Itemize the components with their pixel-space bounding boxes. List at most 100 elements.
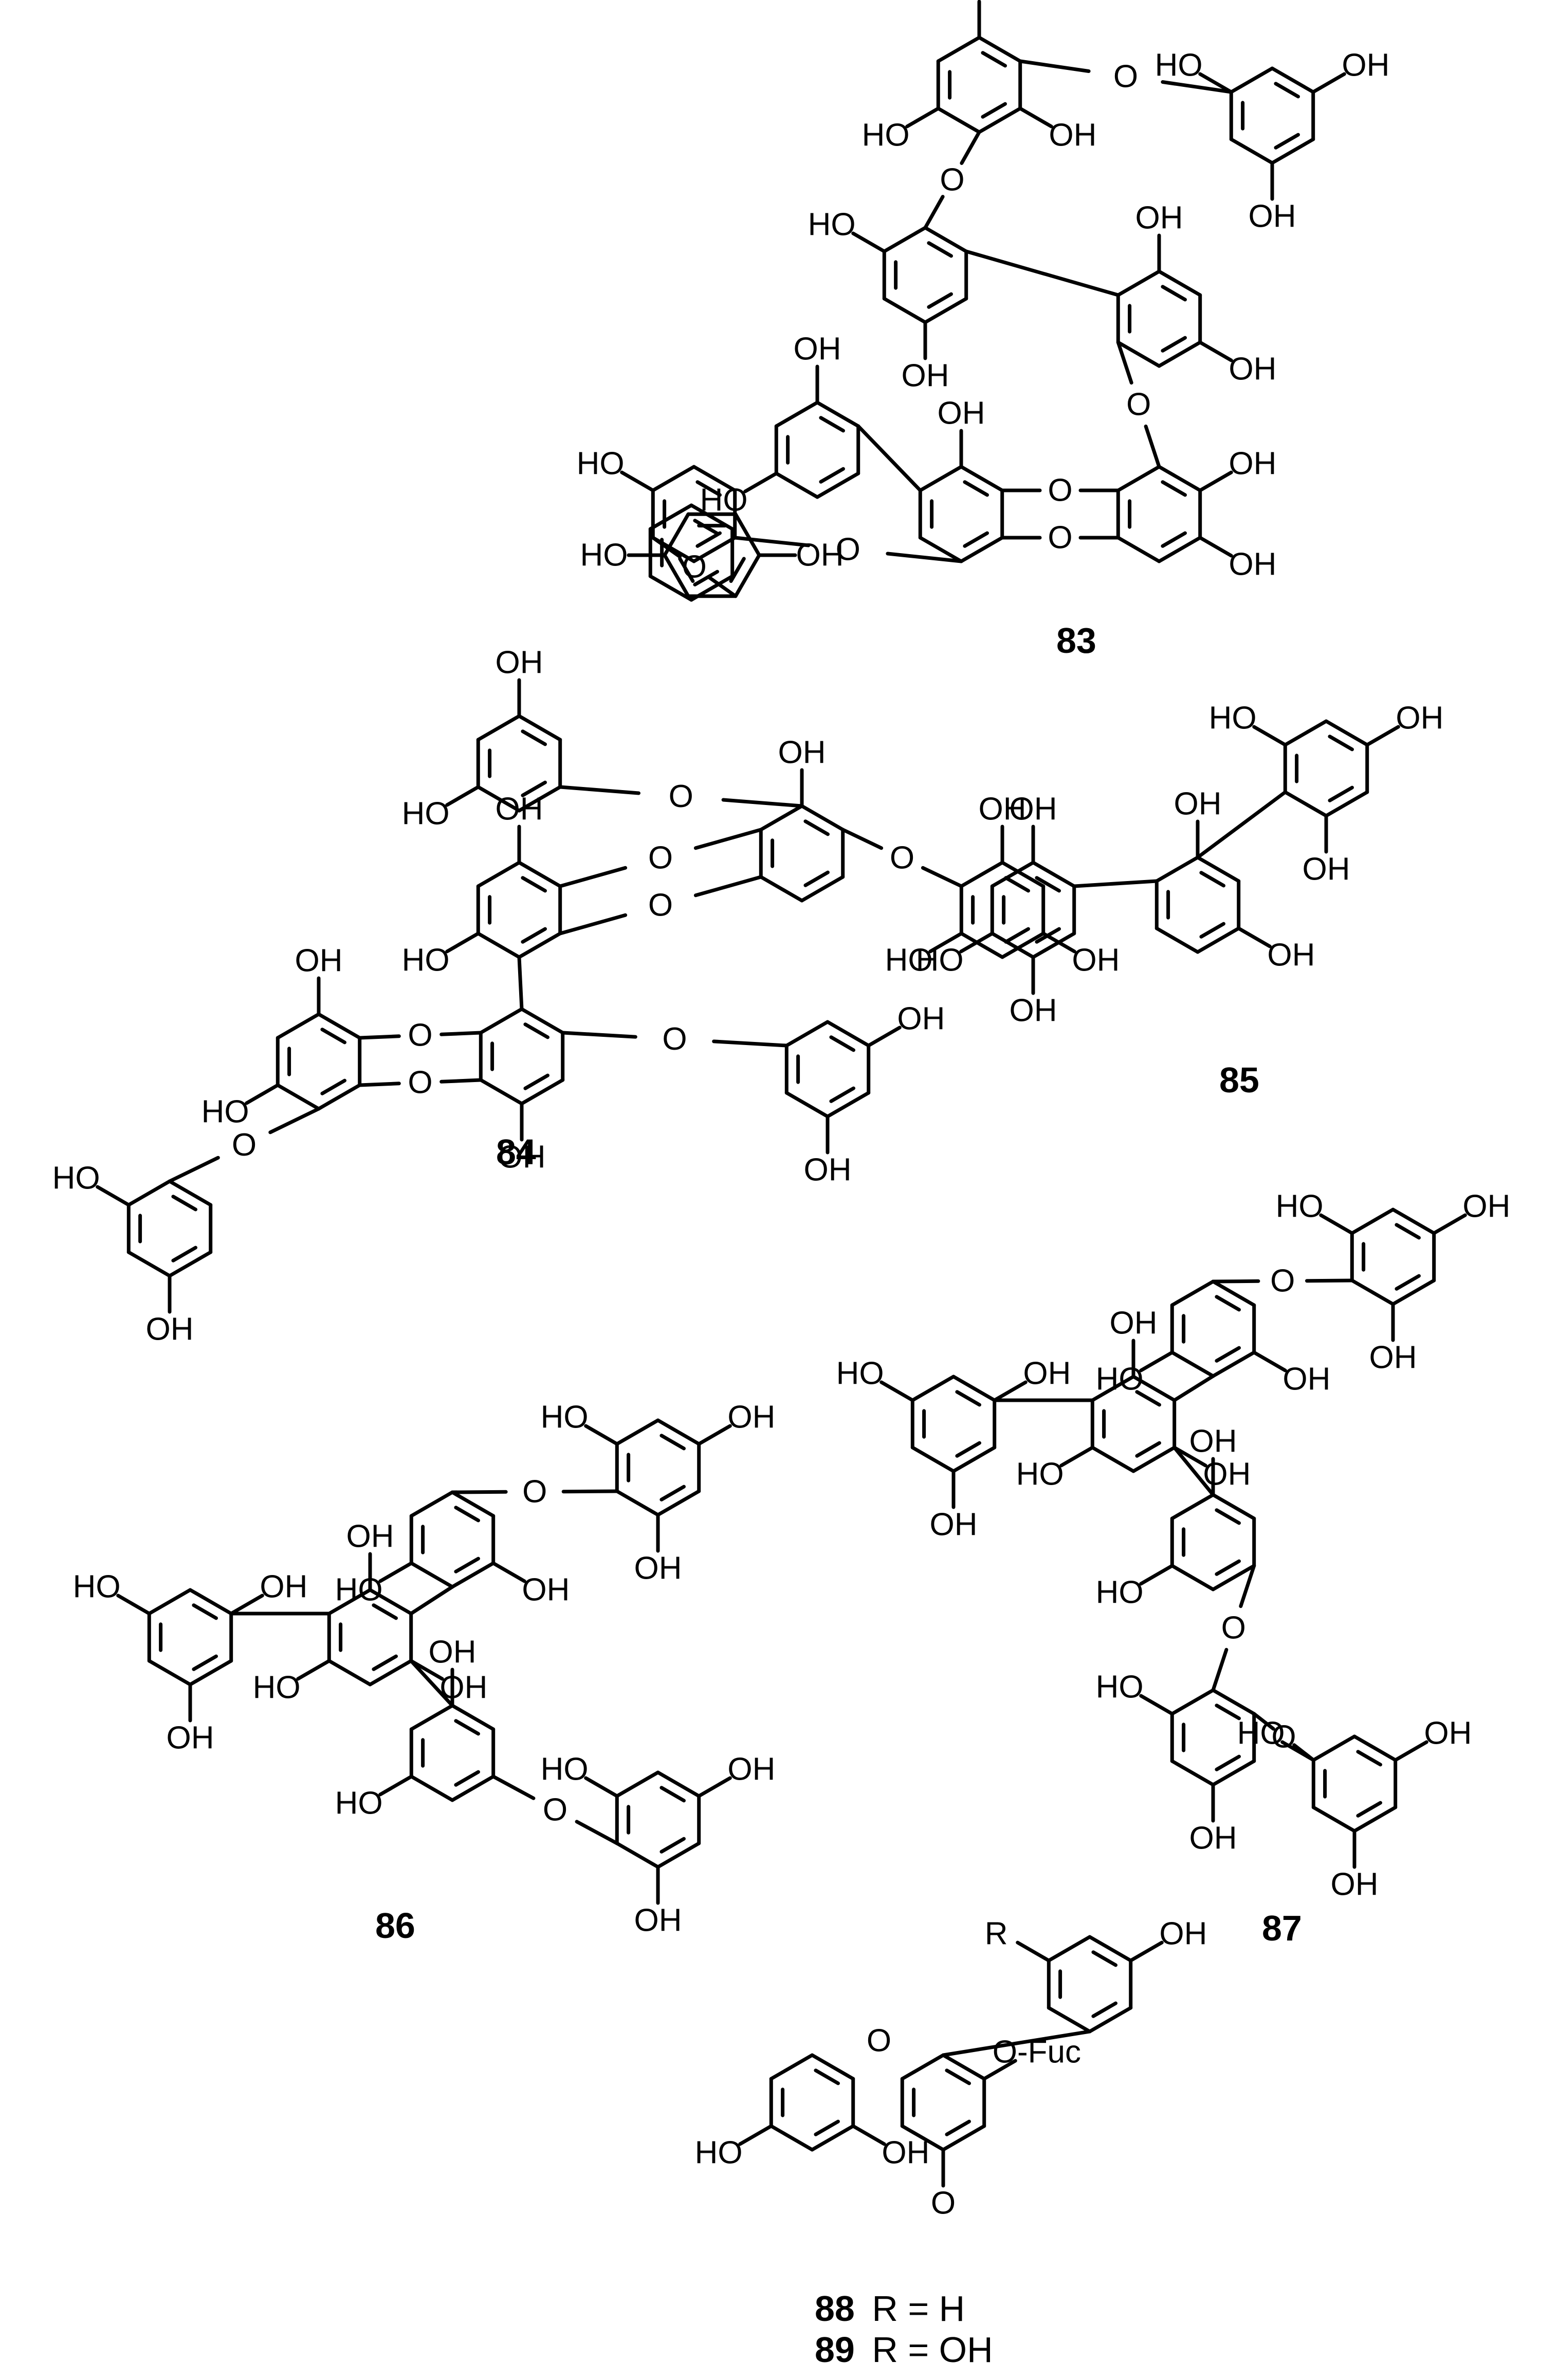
c83-ring-c-double-bond [927,292,953,309]
c86-ring-d-bond [188,1588,233,1616]
c84-biaryl [517,955,524,1011]
c83-ring-a-double-bond [981,51,1007,68]
c83-ether-de [1116,340,1133,385]
c88-r-group-bond [1016,1940,1051,1963]
c84-ring-h-double-bond [171,1246,197,1262]
c83-ring-d-oh: OH [1229,352,1276,387]
c87-ether-ef [1211,1647,1229,1692]
c83-ring-e-oh: OH [1229,446,1276,482]
c83-ring-j-double-bond [678,557,695,583]
c85-ring-a-oh: HO [1209,701,1257,736]
c86-ring-c-bond [327,1588,372,1616]
c85-ring-b-oh-bond [1237,926,1272,948]
c84-ring-a-bond [517,714,562,742]
c86-ring-b-double-bond [454,1506,480,1523]
c84-ether-ab [721,798,804,808]
c86-ring-a-bond [615,1418,660,1446]
c86-ring-b-bond [450,1561,496,1589]
c86-ring-f-oh: OH [634,1903,682,1938]
c86-ring-d-oh: OH [167,1720,214,1756]
compound-88-caption: 88 R = H [815,2289,965,2329]
c84-ring-d-oh: HO [885,943,933,978]
c87-ring-a-oh-bond [1319,1213,1354,1235]
c83-ring-f-bond [959,536,1004,563]
c84-ring-f-oh: HO [201,1094,249,1130]
c83-ring-j-bond [734,553,761,598]
c83-ring-c-bond [882,226,927,253]
c83-ring-e-oh-bond [1198,470,1233,492]
c85-ring-c-oh-bond [959,931,994,954]
c87-ring-b-oh-bond [1252,1350,1287,1372]
c87-biaryl-bc [1172,1374,1215,1402]
c83-ring-j-double-bond [729,557,746,583]
c84-ring-b-bond [759,804,804,832]
atom-label-layer: OHOHOHOHHOOHOOHHOOOHOHOHOHOOHOOOHHOHOOOH… [52,0,1511,2221]
c83-ether-ab-oxygen: O [1113,59,1138,95]
c86-ring-d-double-bond [192,1603,218,1620]
c84-ether-ab-oxygen: O [669,779,693,814]
c86-ring-d-bond [147,1659,192,1687]
c86-biaryl-bc [409,1585,454,1616]
c83-ether-ac-oxygen: O [940,162,964,198]
c83-ring-a-bond [936,106,981,134]
compound-89-number: 89 [815,2330,855,2370]
c87-ring-a-oh-bond [1432,1213,1467,1235]
c85-ring-c-bond [990,931,1035,959]
c84-ring-b-double-bond [803,870,830,887]
c84-ring-d-double-bond [1004,927,1030,944]
c83-ether-hj-oxygen: O [682,549,707,584]
c87-ether-ef-oxygen: O [1221,1610,1246,1646]
c83-ring-f-oh: OH [938,396,985,431]
c85-ring-b-bond [1196,926,1241,954]
c85-ring-a-double-bond [1328,785,1354,802]
c84-ring-c-oh: HO [402,943,450,978]
c84-ring-f-oh-bond [245,1083,280,1105]
c83-ring-d-bond [1116,340,1161,368]
compound-86-number: 86 [375,1906,415,1946]
c84-ring-b-bond [759,875,804,903]
c86-ring-f-bond [615,1770,660,1798]
c86-ring-e-oh: HO [335,1786,383,1821]
c87-ring-a-bond [1391,1207,1436,1235]
c83-ether-hj [651,536,682,559]
c86-ring-f-bond [656,1770,701,1798]
c86-biaryl-ce [409,1659,454,1708]
c87-ring-e-oh-bond [1139,1564,1174,1586]
compound-88-r-definition: R = H [872,2289,965,2329]
c84-dioxin-1 [693,828,763,850]
c86-ring-a-oh: OH [634,1551,682,1586]
c85-ring-c-bond [1031,861,1076,888]
c84-dioxin-3 [439,1031,483,1036]
c84-ring-f-bond [317,1083,362,1111]
c86-ring-f-oh: HO [541,1752,589,1787]
c83-ring-b-bond [1270,66,1315,94]
c87-ether-ef [1239,1564,1256,1608]
c86-ring-d-oh: HO [73,1569,121,1605]
c84-ring-e-double-bond [523,1022,549,1039]
c84-ring-h-oh-bond [96,1185,131,1207]
c84-ring-e-double-bond [523,1073,549,1090]
c87-ring-d-bond [951,1375,997,1402]
c86-ring-b-double-bond [454,1557,480,1573]
c84-ring-g-bond [784,1091,830,1119]
c83-furan-o-oxygen: O [836,532,860,567]
c85-ring-c-double-bond [1035,876,1061,893]
c87-ring-c-oh-bond [1172,1445,1207,1468]
c85-ring-c-bond [1031,931,1076,959]
c83-ring-d-bond [1157,340,1202,368]
c88-ring-c-bond [941,2124,986,2152]
c85-ring-a-oh-bond [1252,725,1287,747]
c84-ring-c-bond [476,931,521,959]
c87-ring-g-oh: OH [1331,1867,1379,1902]
c88-ring-a-oh-bond [738,2124,773,2146]
c83-ring-j-oh: HO [580,538,628,573]
c88-ring-a-double-bond [814,2068,840,2085]
c85-ring-c-oh: HO [916,943,964,978]
c88-ring-a-double-bond [814,2119,840,2136]
c83-ring-c-bond [923,226,968,253]
c87-ring-f-bond [1211,1759,1256,1787]
c86-ring-b-bond [409,1561,454,1589]
c83-ring-g-bond [815,471,860,499]
c86-ring-d-oh: OH [260,1569,307,1605]
c84-ring-d-bond [1000,931,1046,959]
